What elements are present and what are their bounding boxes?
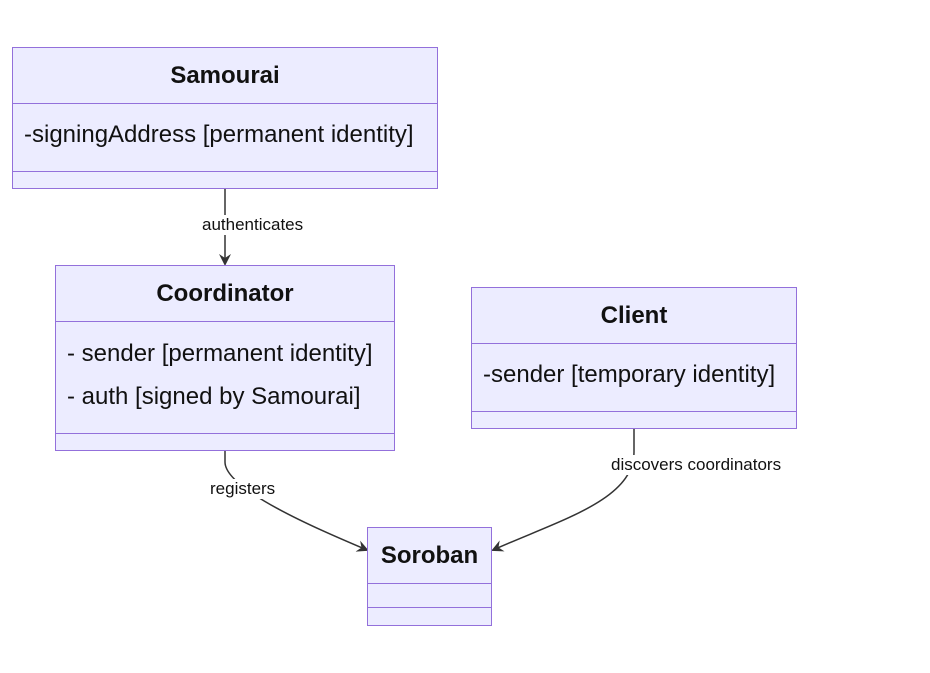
class-samourai-attributes: -signingAddress [permanent identity]	[13, 103, 437, 172]
edge-label-discovers-coordinators: discovers coordinators	[610, 455, 783, 475]
class-client-name: Client	[472, 288, 796, 344]
edge-label-authenticates: authenticates	[201, 215, 305, 235]
attribute-auth: - auth [signed by Samourai]	[67, 383, 361, 410]
edge-coordinator-soroban	[224, 451, 369, 552]
class-soroban-name: Soroban	[368, 528, 491, 584]
class-soroban: Soroban	[367, 527, 492, 626]
class-samourai-name: Samourai	[13, 48, 437, 104]
class-coordinator-attributes: - sender [permanent identity] - auth [si…	[56, 321, 394, 434]
class-coordinator: Coordinator - sender [permanent identity…	[55, 265, 395, 451]
class-coordinator-name: Coordinator	[56, 266, 394, 322]
attribute-sender: - sender [permanent identity]	[67, 340, 373, 367]
class-client: Client -sender [temporary identity]	[471, 287, 797, 429]
attribute-sender-temporary: -sender [temporary identity]	[483, 361, 776, 388]
edge-label-registers: registers	[209, 479, 277, 499]
class-soroban-attributes	[368, 583, 491, 608]
attribute-signing-address: -signingAddress [permanent identity]	[24, 121, 414, 148]
class-samourai: Samourai -signingAddress [permanent iden…	[12, 47, 438, 189]
edge-client-soroban	[491, 429, 635, 552]
class-client-attributes: -sender [temporary identity]	[472, 343, 796, 412]
